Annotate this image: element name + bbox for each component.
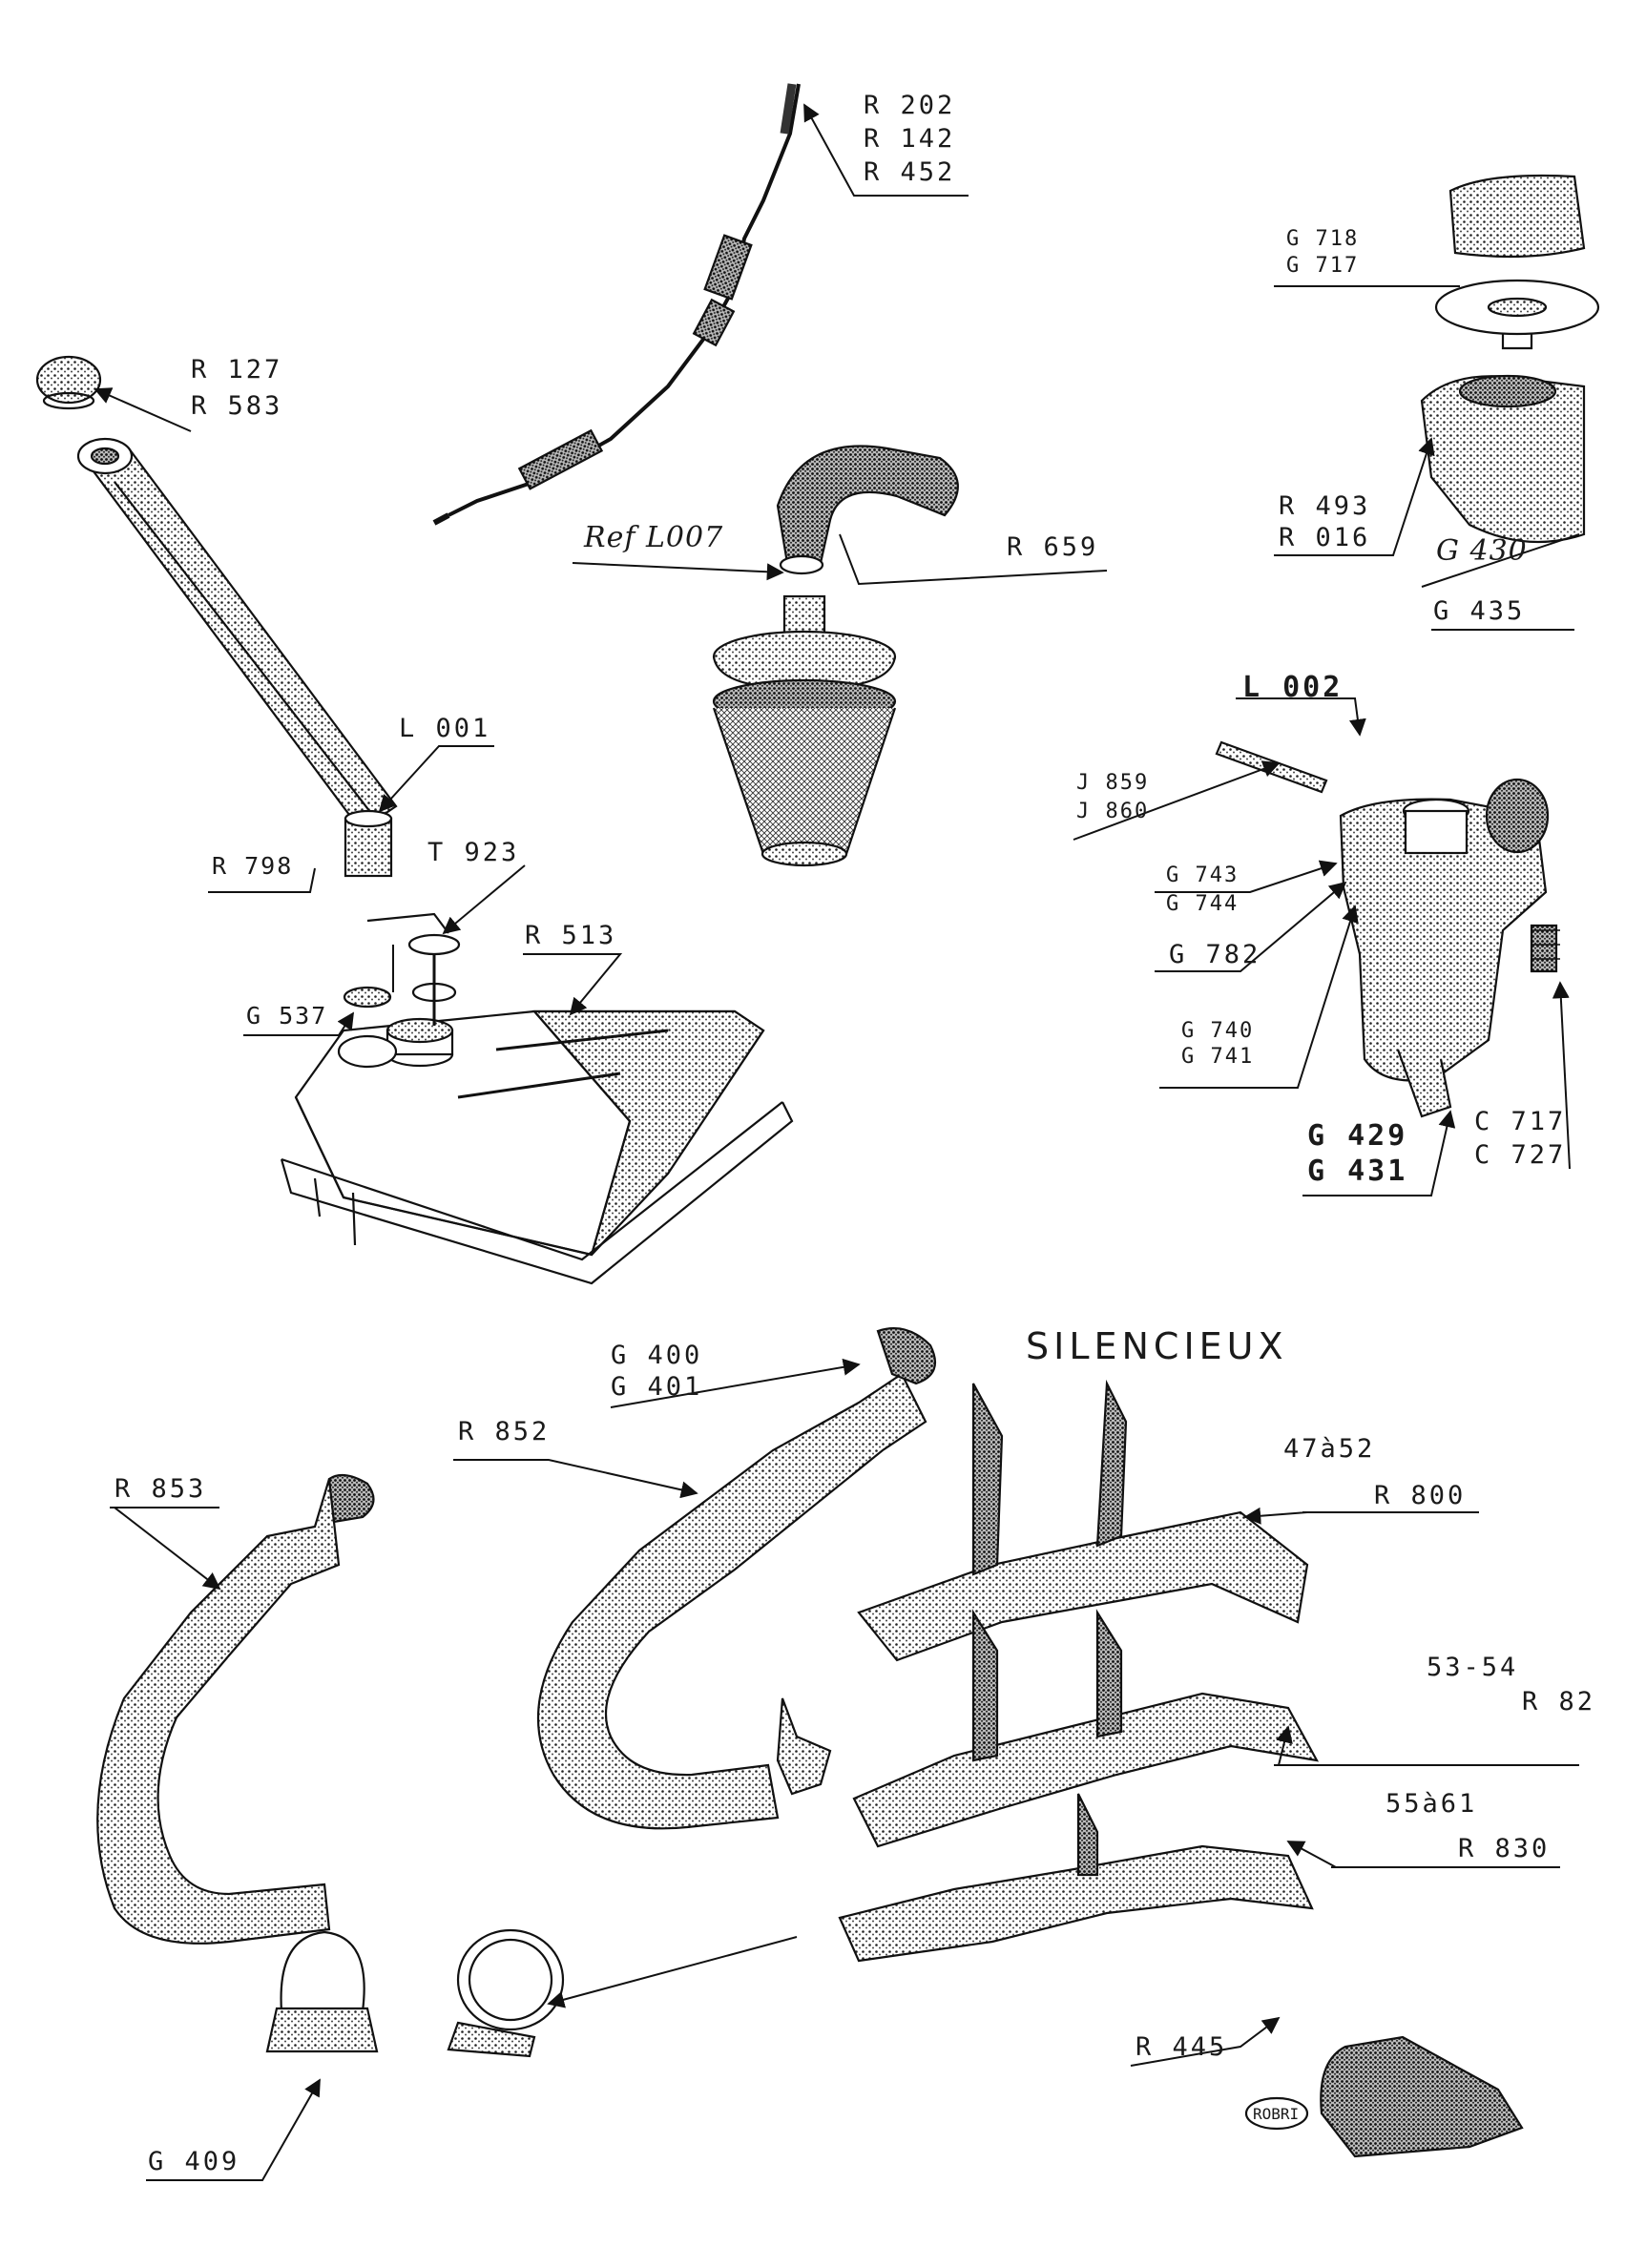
exhaust-pipe-r853-illustration bbox=[96, 1473, 375, 1945]
carburettor-illustration bbox=[1215, 740, 1560, 1118]
label-g429: G 429 bbox=[1307, 1119, 1408, 1153]
label-g409: G 409 bbox=[148, 2147, 240, 2176]
label-g740: G 740 bbox=[1181, 1019, 1255, 1043]
label-r830: R 830 bbox=[1458, 1834, 1551, 1863]
label-g430: G 430 bbox=[1436, 534, 1528, 568]
label-g401: G 401 bbox=[611, 1372, 703, 1402]
label-g537: G 537 bbox=[246, 1002, 328, 1030]
label-g431: G 431 bbox=[1307, 1155, 1408, 1188]
label-range-55-61: 55à61 bbox=[1386, 1789, 1478, 1819]
label-r493: R 493 bbox=[1279, 491, 1371, 521]
label-t923: T 923 bbox=[427, 838, 520, 867]
section-title: SILENCIEUX bbox=[1026, 1325, 1288, 1367]
label-c717: C 717 bbox=[1474, 1107, 1567, 1136]
label-r127: R 127 bbox=[191, 355, 283, 385]
label-r853: R 853 bbox=[115, 1474, 207, 1504]
label-l002: L 002 bbox=[1242, 671, 1344, 704]
label-r583: R 583 bbox=[191, 391, 283, 421]
label-c727: C 727 bbox=[1474, 1140, 1567, 1170]
label-r016: R 016 bbox=[1279, 523, 1371, 552]
label-r82: R 82 bbox=[1522, 1687, 1596, 1717]
throttle-cable-illustration bbox=[432, 83, 801, 526]
fuel-pump-illustration bbox=[1420, 174, 1600, 544]
exhaust-pipe-r852-illustration bbox=[536, 1327, 937, 1830]
label-g741: G 741 bbox=[1181, 1045, 1255, 1069]
label-r659: R 659 bbox=[1007, 532, 1099, 562]
exhaust-clamp-illustration bbox=[265, 1697, 832, 2058]
label-robri: ROBRI bbox=[1253, 2105, 1300, 2123]
fuel-cap-illustration bbox=[35, 355, 102, 410]
label-range-47-52: 47à52 bbox=[1283, 1434, 1376, 1464]
label-g743: G 743 bbox=[1166, 864, 1240, 887]
label-j859: J 859 bbox=[1076, 771, 1150, 795]
label-g435: G 435 bbox=[1433, 596, 1526, 626]
label-g744: G 744 bbox=[1166, 892, 1240, 916]
label-r513: R 513 bbox=[525, 921, 617, 950]
filler-neck-illustration bbox=[76, 437, 398, 878]
label-l001: L 001 bbox=[399, 714, 491, 743]
silencer-badge-illustration bbox=[1244, 2035, 1524, 2158]
label-range-53-54: 53-54 bbox=[1427, 1653, 1519, 1682]
silencer-55-61-illustration bbox=[838, 1793, 1314, 1963]
label-g717: G 717 bbox=[1286, 254, 1360, 278]
label-r445: R 445 bbox=[1136, 2032, 1228, 2062]
label-r202: R 202 bbox=[864, 91, 956, 120]
label-r142: R 142 bbox=[864, 124, 956, 154]
fuel-tank-illustration bbox=[280, 986, 794, 1285]
label-r800: R 800 bbox=[1374, 1481, 1467, 1510]
silencer-53-54-illustration bbox=[852, 1609, 1320, 1848]
label-g400: G 400 bbox=[611, 1341, 703, 1370]
air-filter-illustration bbox=[712, 445, 959, 867]
label-r452: R 452 bbox=[864, 157, 956, 187]
label-r852: R 852 bbox=[458, 1417, 551, 1446]
label-ref-l007: Ref L007 bbox=[584, 521, 724, 554]
label-r798: R 798 bbox=[212, 852, 294, 880]
label-g718: G 718 bbox=[1286, 227, 1360, 251]
leader-lines bbox=[94, 103, 1580, 2181]
label-j860: J 860 bbox=[1076, 800, 1150, 823]
silencer-47-52-illustration bbox=[857, 1379, 1309, 1662]
label-g782: G 782 bbox=[1169, 940, 1261, 969]
